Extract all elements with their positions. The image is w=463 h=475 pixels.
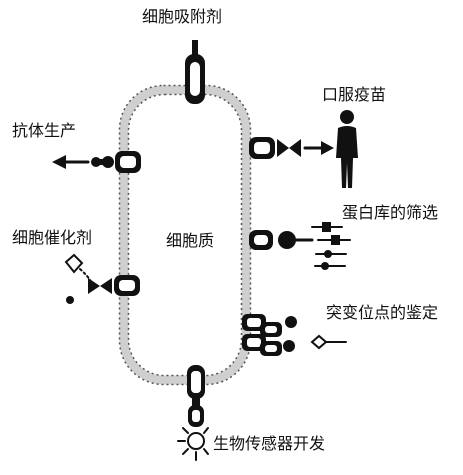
library-ligand-3 [315, 250, 347, 258]
ray-up-left [182, 427, 189, 434]
biosensor-signal-glow-icon [187, 432, 205, 450]
catalyst-enzyme-right [100, 278, 112, 294]
biosensor-linker [192, 398, 200, 407]
ligand-1-marker [322, 222, 331, 232]
label-mutation-site-identification: 突变位点的鉴定 [326, 303, 438, 322]
human-silhouette-icon [336, 110, 358, 188]
catalyst-anchor-core [119, 280, 135, 291]
label-cytoplasm: 细胞质 [166, 231, 214, 250]
label-biosensor-development: 生物传感器开发 [213, 434, 325, 453]
ray-down-left [182, 448, 189, 455]
mutant-protein-2 [283, 340, 295, 352]
protein-library-screening-module [249, 222, 351, 270]
label-antibody-production: 抗体生产 [12, 121, 76, 140]
oral-vaccine-module [249, 110, 358, 188]
ray-down-right [203, 448, 209, 455]
vaccine-anchor-core [254, 142, 270, 154]
ray-up-right [203, 427, 209, 434]
catalyst-substrate [64, 253, 84, 274]
ligand-2-marker [331, 235, 340, 245]
cell-catalyst-module [64, 253, 140, 304]
catalyst-product-dot [66, 296, 74, 304]
human-body [336, 126, 358, 188]
antibody-anchor-core [120, 156, 136, 168]
label-oral-vaccine: 口服疫苗 [322, 85, 386, 104]
mutant-anchor-3-core [265, 326, 277, 333]
antibody-production-module [52, 151, 141, 173]
label-protein-library-screening: 蛋白库的筛选 [342, 203, 438, 222]
library-anchor-core [254, 235, 268, 245]
biosensor-signal-rays [177, 427, 209, 461]
adsorbent-capsule-core [190, 62, 200, 96]
human-head [340, 110, 354, 124]
biosensor-module [177, 365, 209, 461]
antibody-linker [96, 159, 107, 165]
catalyst-enzyme-left [88, 278, 100, 294]
mutant-protein-1 [285, 316, 297, 328]
library-displayed-protein [278, 231, 296, 249]
mutant-probe [310, 334, 328, 350]
ligand-3-marker [324, 250, 332, 258]
ligand-4-marker [321, 262, 329, 270]
library-ligand-2 [317, 235, 351, 245]
vaccine-antigen-left [277, 139, 289, 157]
label-cell-adsorbent: 细胞吸附剂 [142, 7, 222, 26]
biosensor-receptor-core [192, 410, 200, 422]
mutant-anchor-4-core [265, 345, 277, 352]
vaccine-antigen-right [289, 139, 301, 157]
mutant-anchor-2-core [247, 338, 261, 347]
mutant-anchor-1-core [247, 318, 261, 327]
library-ligand-4 [314, 262, 346, 270]
mutation-site-module [242, 314, 347, 356]
biosensor-anchor-core [191, 371, 201, 393]
antibody-domain-large [102, 156, 114, 168]
vaccine-arrow-head [321, 141, 334, 155]
label-cell-catalyst: 细胞催化剂 [12, 228, 92, 247]
antibody-arrow-head [52, 155, 66, 169]
adsorbent-stalk [192, 40, 198, 56]
adsorbent-anchor-protein [185, 40, 205, 104]
library-ligand-1 [311, 222, 343, 232]
